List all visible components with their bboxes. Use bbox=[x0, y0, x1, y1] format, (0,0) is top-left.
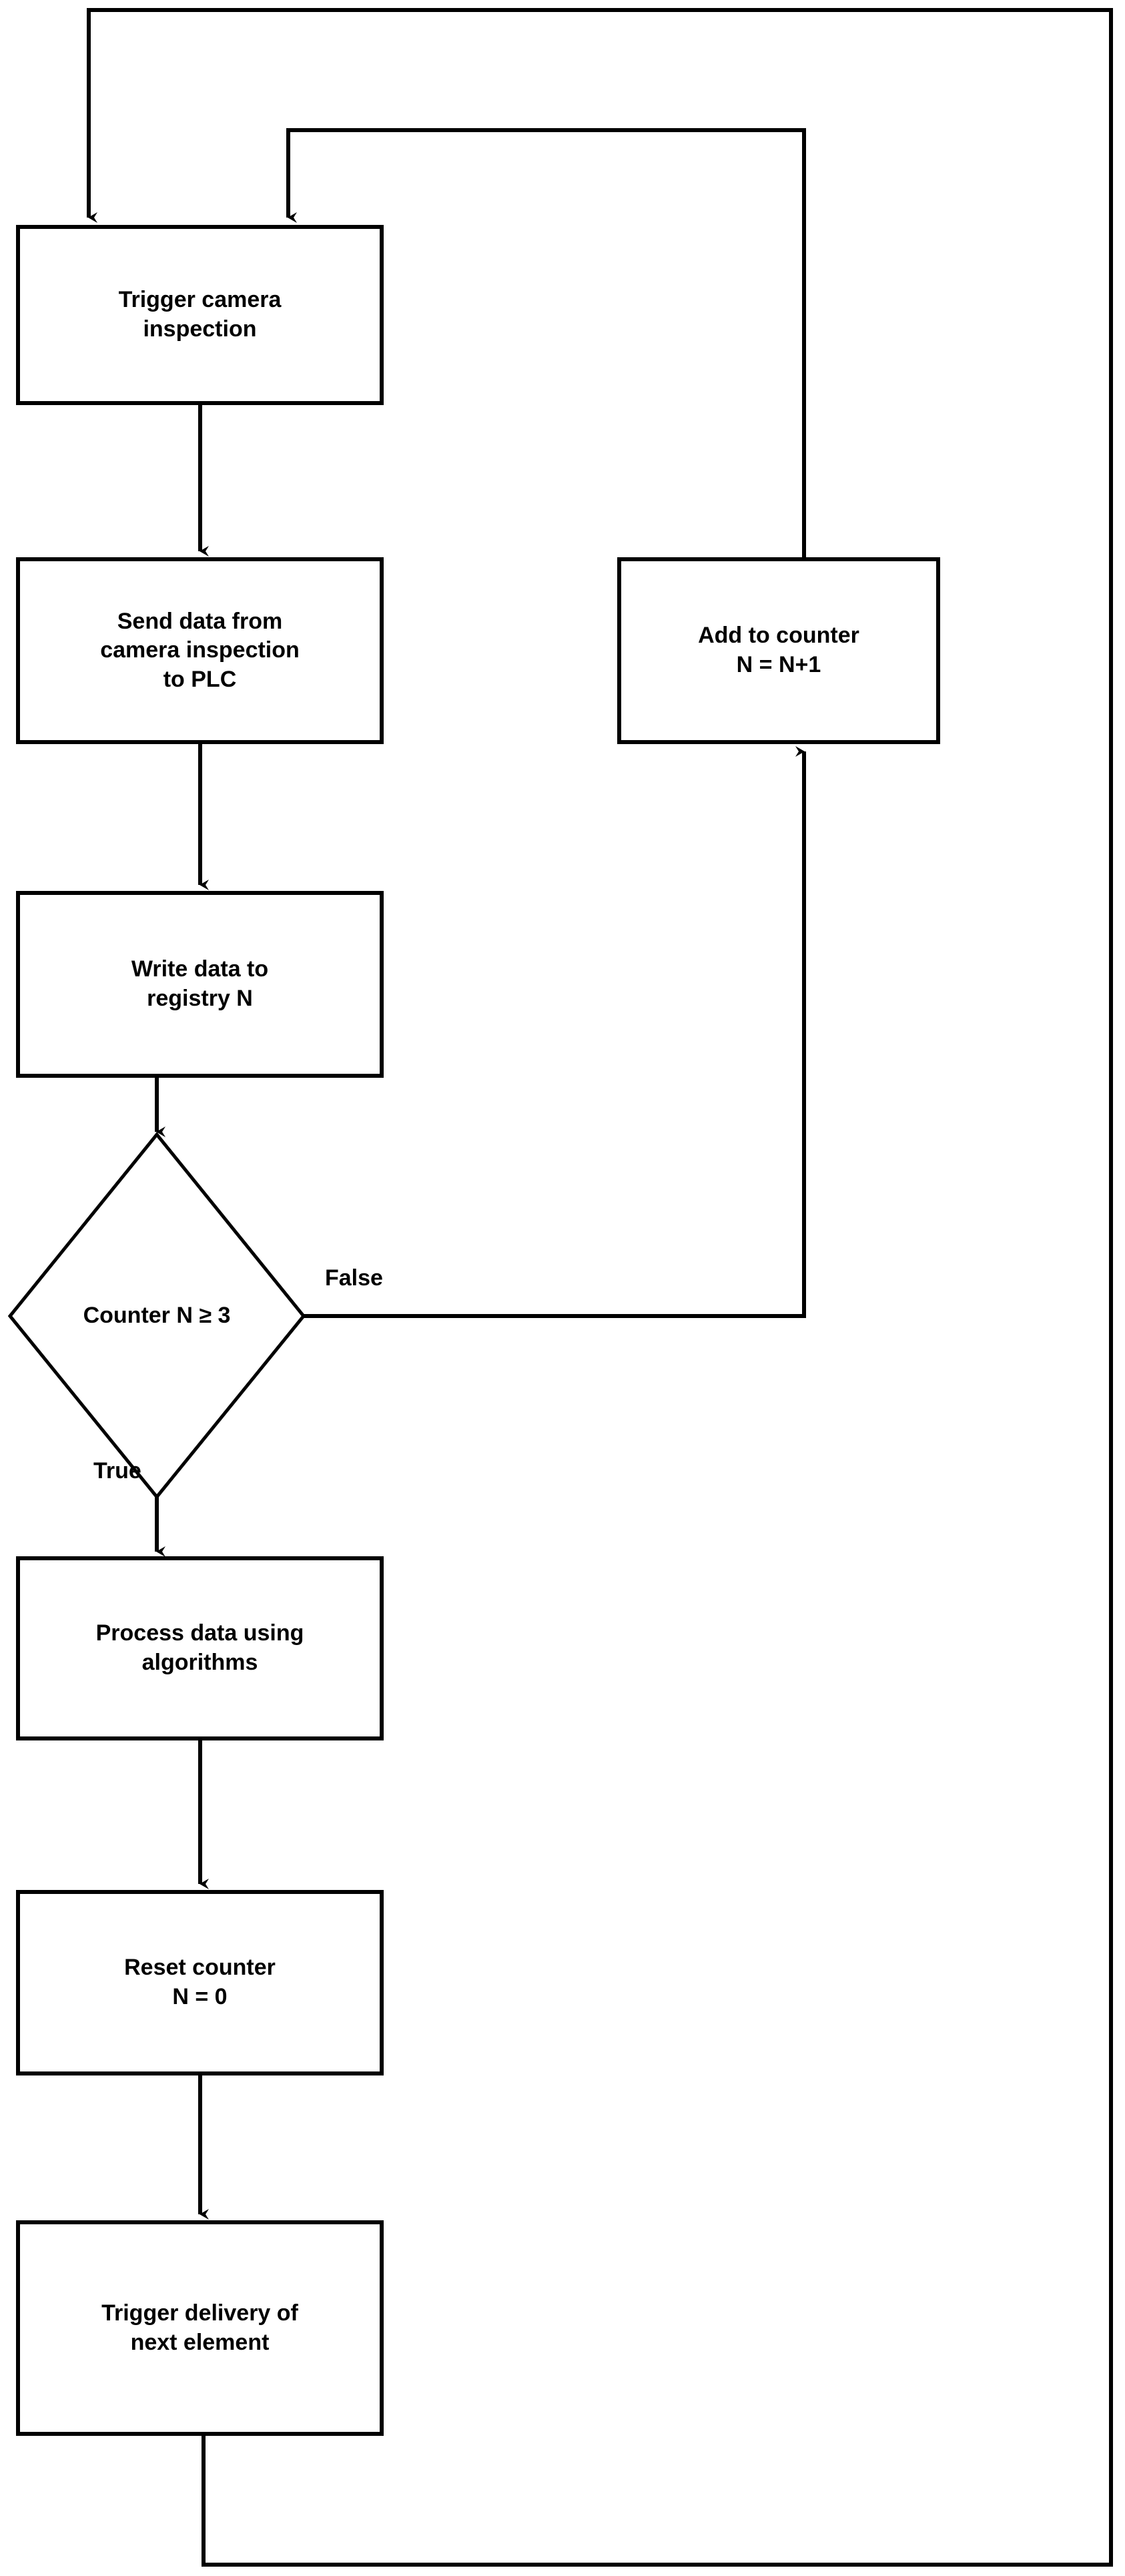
edge-label-false: False bbox=[325, 1265, 383, 1291]
node-shape-send-data-to-plc[interactable] bbox=[16, 557, 384, 744]
edge-decision-false-to-add-counter bbox=[304, 746, 806, 1318]
edge-add-counter-to-trigger bbox=[286, 128, 806, 559]
node-shape-write-data-registry[interactable] bbox=[16, 891, 384, 1078]
node-shape-trigger-camera-inspection[interactable] bbox=[16, 225, 384, 405]
node-shape-reset-counter[interactable] bbox=[16, 1890, 384, 2075]
edge-delivery-to-trigger-outer-loop bbox=[87, 8, 1113, 2567]
node-shape-trigger-delivery[interactable] bbox=[16, 2220, 384, 2436]
node-shape-add-to-counter[interactable] bbox=[617, 557, 940, 744]
node-shape-counter-decision[interactable] bbox=[7, 1132, 306, 1500]
edge-label-true: True bbox=[93, 1458, 141, 1484]
node-shape-process-data-algorithms[interactable] bbox=[16, 1556, 384, 1740]
